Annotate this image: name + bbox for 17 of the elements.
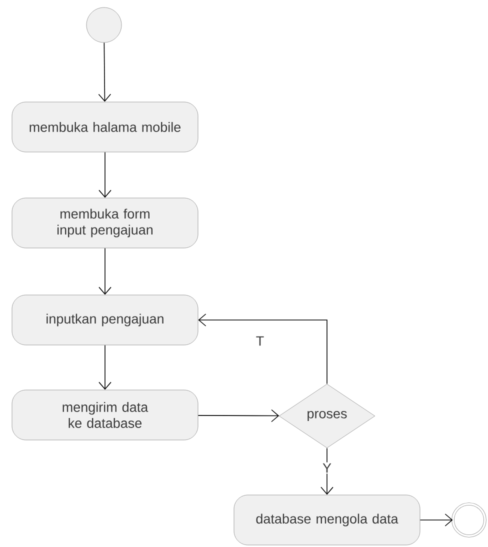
action-box: database mengola data (234, 494, 420, 546)
action-box: mengirim data ke database (12, 390, 198, 440)
action-box: membuka halama mobile (12, 102, 198, 152)
arrow (198, 409, 280, 422)
arrow (98, 152, 112, 198)
arrow (98, 248, 112, 295)
arrow (98, 344, 112, 390)
start-node (86, 7, 122, 43)
arrow (198, 314, 328, 384)
edge-label: Y (322, 462, 332, 474)
edge-label: T (254, 335, 266, 347)
action-box: inputkan pengajuan (12, 294, 198, 346)
end-node (452, 502, 486, 538)
arrow (98, 42, 112, 102)
action-box: membuka form input pengajuan (12, 198, 198, 248)
arrow (420, 514, 453, 526)
arrow (320, 448, 334, 495)
